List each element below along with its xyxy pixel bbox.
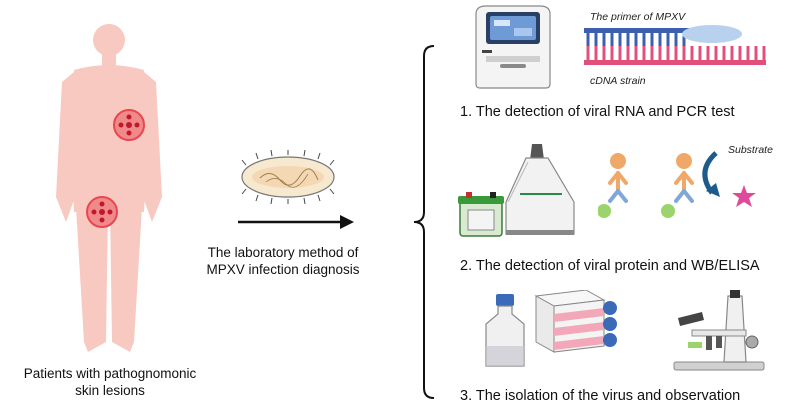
primer-label: The primer of MPXV xyxy=(590,11,686,23)
mpxv-virus-icon xyxy=(241,150,335,204)
patient-caption: Patients with pathognomonic skin lesions xyxy=(0,365,220,399)
dna-primer-diagram xyxy=(584,25,766,65)
step-3-label: 3. The isolation of the virus and observ… xyxy=(460,388,741,404)
patient-caption-text: Patients with pathognomonic skin lesions xyxy=(23,366,197,398)
right-arrow-icon xyxy=(238,215,354,229)
method-caption: The laboratory method of MPXV infection … xyxy=(188,244,378,278)
gel-imager-icon xyxy=(505,144,575,235)
method-caption-text: The laboratory method of MPXV infection … xyxy=(206,245,360,277)
skin-lesion-leg xyxy=(86,196,118,228)
pcr-machine-icon xyxy=(475,5,551,89)
microscope-icon xyxy=(673,290,765,371)
step-1-label: 1. The detection of viral RNA and PCR te… xyxy=(460,104,735,120)
skin-lesion-arm xyxy=(113,109,145,141)
substrate-label: Substrate xyxy=(728,144,773,156)
patient-figure xyxy=(56,24,162,352)
step-2-label: 2. The detection of viral protein and WB… xyxy=(460,258,760,274)
elisa-antibody-diagram xyxy=(598,151,756,218)
western-blot-tank-icon xyxy=(458,192,504,237)
cell-factory-icon xyxy=(534,290,617,353)
culture-flask-icon xyxy=(485,294,525,367)
curly-brace xyxy=(413,45,435,399)
cdna-label: cDNA strain xyxy=(590,75,646,87)
